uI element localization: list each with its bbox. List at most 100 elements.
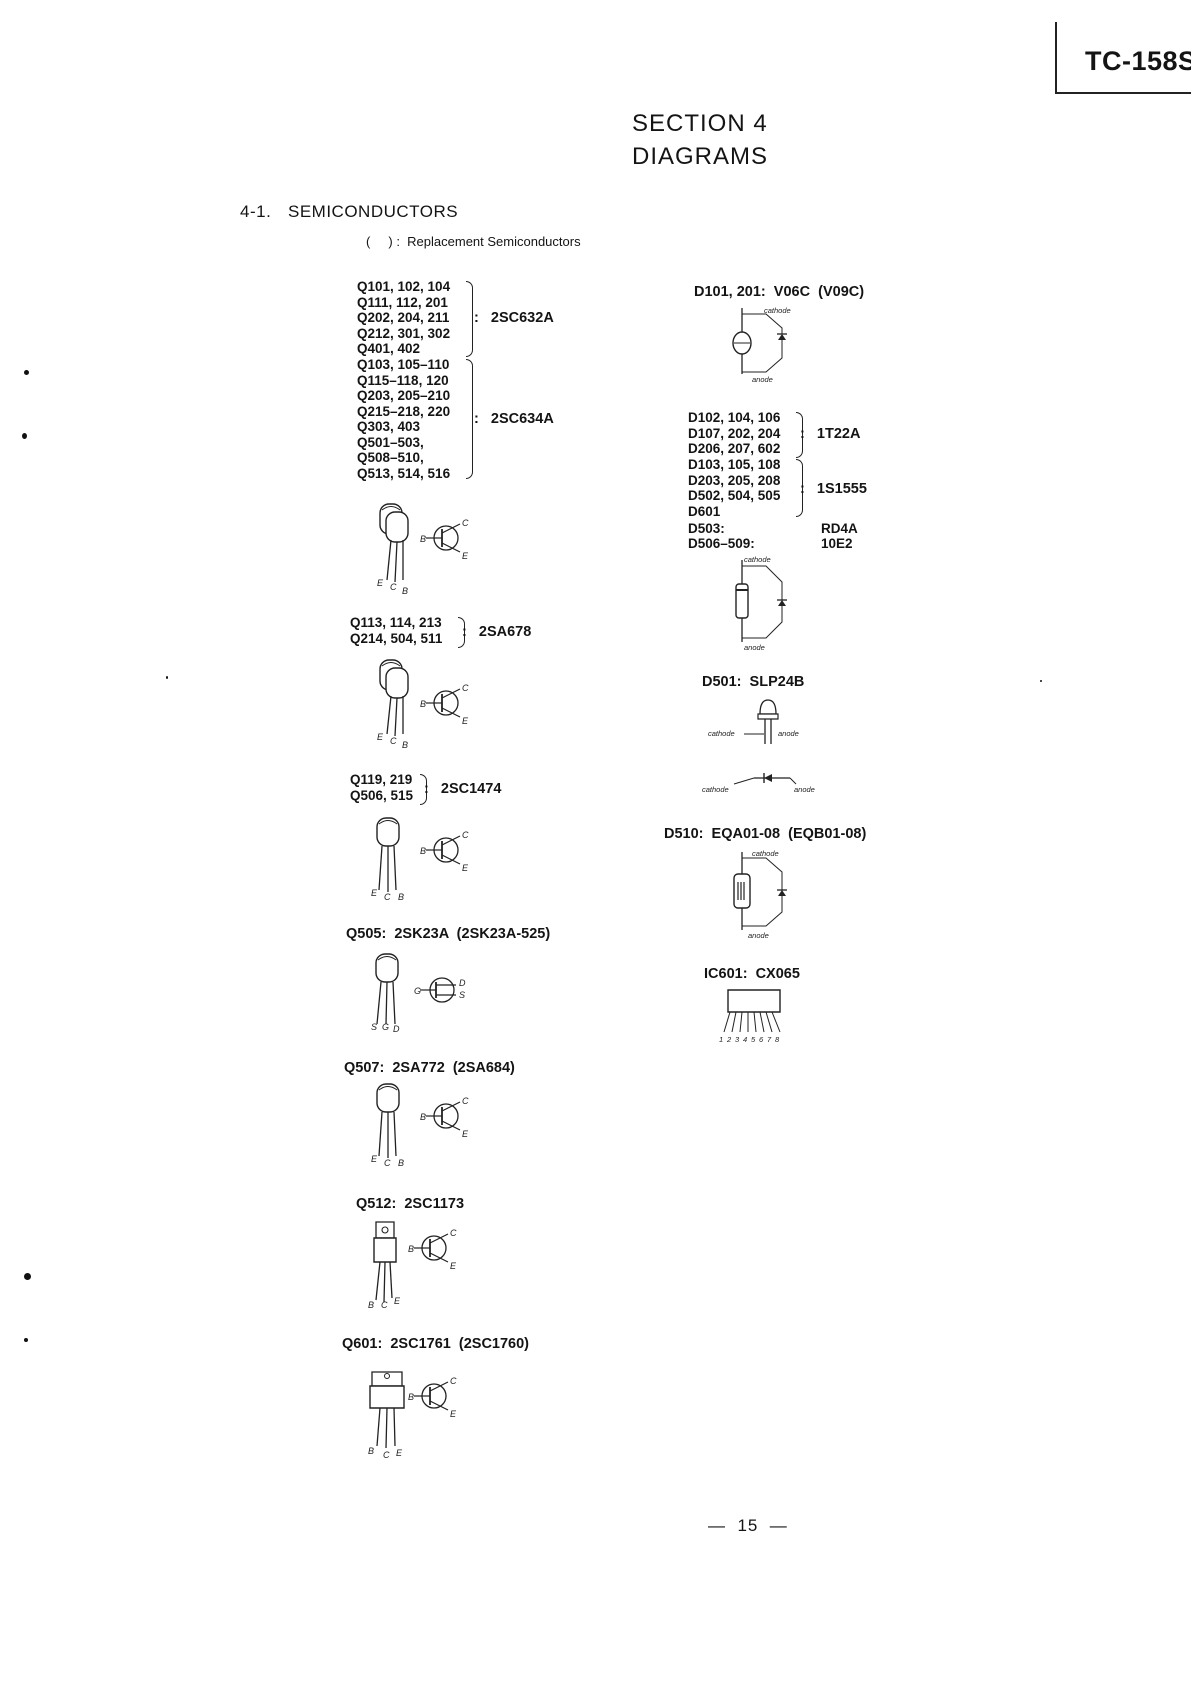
legend-note: ( ) : Replacement Semiconductors (366, 234, 581, 249)
caption-d510: D510: EQA01-08 (EQB01-08) (664, 826, 867, 842)
group-2sc632a-list: Q101, 102, 104 Q111, 112, 201 Q202, 204,… (357, 279, 450, 357)
pin-c: C (384, 892, 391, 902)
axial-diode-figure: cathode anode (722, 555, 832, 652)
pin-b: B (368, 1300, 374, 1310)
symbol-c: C (462, 518, 469, 528)
designator: Q214, 504, 511 (350, 630, 443, 646)
brace (466, 359, 473, 479)
diode-figure: cathode anode (722, 306, 791, 384)
cathode-label: cathode (744, 555, 771, 564)
pin-b: B (398, 1158, 404, 1168)
pin-e: E (371, 888, 378, 898)
designator-d506: D506–509: (688, 536, 755, 551)
designator: Q513, 514, 516 (357, 465, 451, 481)
designator: D103, 105, 108 (688, 457, 781, 472)
subsection-number: 4-1. (240, 202, 272, 221)
designator: Q113, 114, 213 (350, 615, 442, 630)
designator: Q115–118, 120 (357, 372, 449, 388)
designator: Q508–510, (357, 450, 424, 465)
ic-pin-label: 1 (719, 1035, 723, 1044)
caption-q601: Q601: 2SC1761 (2SC1760) (342, 1336, 529, 1352)
pin-e: E (396, 1448, 403, 1458)
designator: Q303, 403 (357, 419, 421, 434)
designator: Q119, 219 (350, 772, 413, 787)
group-2sc634a-list: Q103, 105–110 Q115–118, 120 Q203, 205–21… (357, 357, 450, 481)
pin-e: E (371, 1154, 378, 1164)
section-title: SECTION 4 (632, 110, 768, 137)
symbol-b: B (420, 1112, 426, 1122)
cathode-label: cathode (752, 849, 779, 858)
anode-label: anode (752, 375, 773, 384)
designator: Q103, 105–110 (357, 357, 450, 372)
scan-speck (24, 370, 29, 375)
symbol-s: S (459, 990, 465, 1000)
caption-q507: Q507: 2SA772 (2SA684) (344, 1060, 515, 1076)
pin-e: E (377, 578, 384, 588)
symbol-e: E (462, 863, 469, 873)
ic-pin-label: 8 (775, 1035, 780, 1044)
to92-transistor-figure: E C B B C E (377, 658, 469, 750)
anode-label: anode (778, 729, 799, 738)
part-number: RD4A (821, 521, 858, 536)
symbol-e: E (462, 1129, 469, 1139)
page-number: — 15 — (708, 1516, 788, 1535)
cathode-label: cathode (708, 729, 735, 738)
anode-label: anode (748, 931, 769, 940)
group-2sa678-list: Q113, 114, 213 Q214, 504, 511 (350, 615, 442, 646)
part-number: : 2SC1474 (424, 781, 502, 797)
pin-b: B (368, 1446, 374, 1456)
section-subtitle: DIAGRAMS (632, 143, 769, 170)
ic-pin-label: 2 (726, 1035, 732, 1044)
designator: D601 (688, 503, 721, 519)
ic-pin-label: 7 (767, 1035, 772, 1044)
symbol-b: B (420, 699, 426, 709)
axial-diode-figure: cathode anode (722, 849, 832, 940)
ic-pin-label: 4 (743, 1035, 747, 1044)
designator: Q212, 301, 302 (357, 325, 451, 341)
pin-c: C (390, 582, 397, 592)
to92-transistor-figure: E C B B C E (377, 502, 469, 596)
group-2sc1474-list: Q119, 219 Q506, 515 (350, 772, 413, 803)
caption-q512: Q512: 2SC1173 (356, 1196, 465, 1212)
pin-s: S (371, 1022, 377, 1032)
designator: Q202, 204, 211 (357, 310, 450, 325)
symbol-e: E (462, 551, 469, 561)
pin-d: D (393, 1024, 400, 1034)
scan-speck (166, 676, 168, 679)
designator: D107, 202, 204 (688, 425, 781, 441)
designator: D102, 104, 106 (688, 410, 781, 425)
symbol-c: C (462, 1096, 469, 1106)
pin-b: B (402, 586, 408, 596)
cathode-label: cathode (702, 785, 729, 794)
symbol-b: B (408, 1392, 414, 1402)
designator: D502, 504, 505 (688, 488, 781, 503)
pin-e: E (394, 1296, 401, 1306)
brace (466, 281, 473, 357)
cathode-label: cathode (764, 306, 791, 315)
part-number: 10E2 (821, 536, 853, 551)
designator: Q203, 205–210 (357, 388, 451, 403)
pin-e: E (377, 732, 384, 742)
designator: D203, 205, 208 (688, 472, 781, 488)
sip-ic-figure: 1 2 3 4 5 6 7 8 (719, 988, 806, 1044)
caption-ic601: IC601: CX065 (704, 966, 800, 982)
scan-speck (22, 433, 27, 439)
group-1t22a-list: D102, 104, 106 D107, 202, 204 D206, 207,… (688, 410, 780, 457)
subsection-title: SEMICONDUCTORS (288, 202, 459, 221)
model-number: TC-158S (1085, 46, 1191, 76)
symbol-c: C (450, 1376, 457, 1386)
pin-b: B (398, 892, 404, 902)
symbol-b: B (420, 534, 426, 544)
ic-pin-label: 6 (759, 1035, 764, 1044)
to92-transistor-figure: E C B B C E (371, 816, 469, 902)
part-number: : 2SA678 (462, 624, 532, 640)
scan-speck (24, 1338, 28, 1342)
pin-b: B (402, 740, 408, 750)
designator: Q101, 102, 104 (357, 279, 451, 294)
symbol-c: C (462, 830, 469, 840)
designator: Q111, 112, 201 (357, 294, 448, 310)
ic-pin-label: 5 (751, 1035, 756, 1044)
to92-transistor-figure: E C B B C E (371, 1082, 469, 1168)
caption-q505: Q505: 2SK23A (2SK23A-525) (346, 926, 551, 942)
part-number: : 1S1555 (800, 481, 867, 497)
